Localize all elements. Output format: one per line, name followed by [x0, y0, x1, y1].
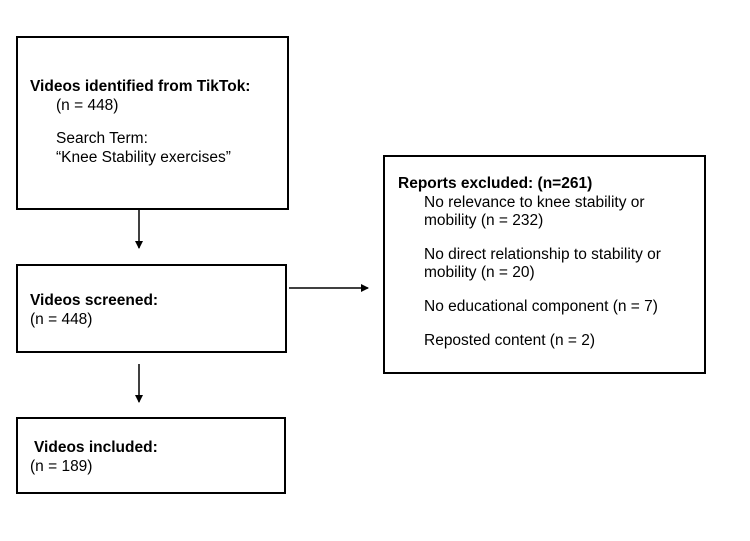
reports-excluded-box: Reports excluded: (n=261) No relevance t…: [383, 155, 706, 374]
videos-included-box: Videos included: (n = 189): [16, 417, 286, 494]
exclusion-reason-no-educational-component: No educational component (n = 7): [424, 297, 658, 315]
reports-excluded-title: Reports excluded: (n=261): [398, 175, 593, 192]
videos-included-count: (n = 189): [30, 457, 93, 475]
videos-identified-title: Videos identified from TikTok:: [30, 78, 251, 95]
search-term-value: “Knee Stability exercises”: [56, 148, 231, 166]
videos-screened-box: Videos screened: (n = 448): [16, 264, 287, 353]
videos-identified-box: Videos identified from TikTok: (n = 448)…: [16, 36, 289, 210]
search-term-label: Search Term:: [56, 130, 148, 148]
videos-included-title: Videos included:: [34, 439, 158, 456]
videos-identified-count: (n = 448): [56, 96, 119, 114]
videos-screened-count: (n = 448): [30, 310, 93, 328]
exclusion-reason-no-direct-relationship-line1: No direct relationship to stability or: [424, 245, 661, 263]
exclusion-reason-no-relevance-line1: No relevance to knee stability or: [424, 193, 645, 211]
exclusion-reason-no-direct-relationship-line2: mobility (n = 20): [424, 264, 535, 282]
videos-screened-title: Videos screened:: [30, 292, 159, 309]
exclusion-reason-reposted-content: Reposted content (n = 2): [424, 331, 596, 349]
exclusion-reason-no-relevance-line2: mobility (n = 232): [424, 212, 544, 230]
